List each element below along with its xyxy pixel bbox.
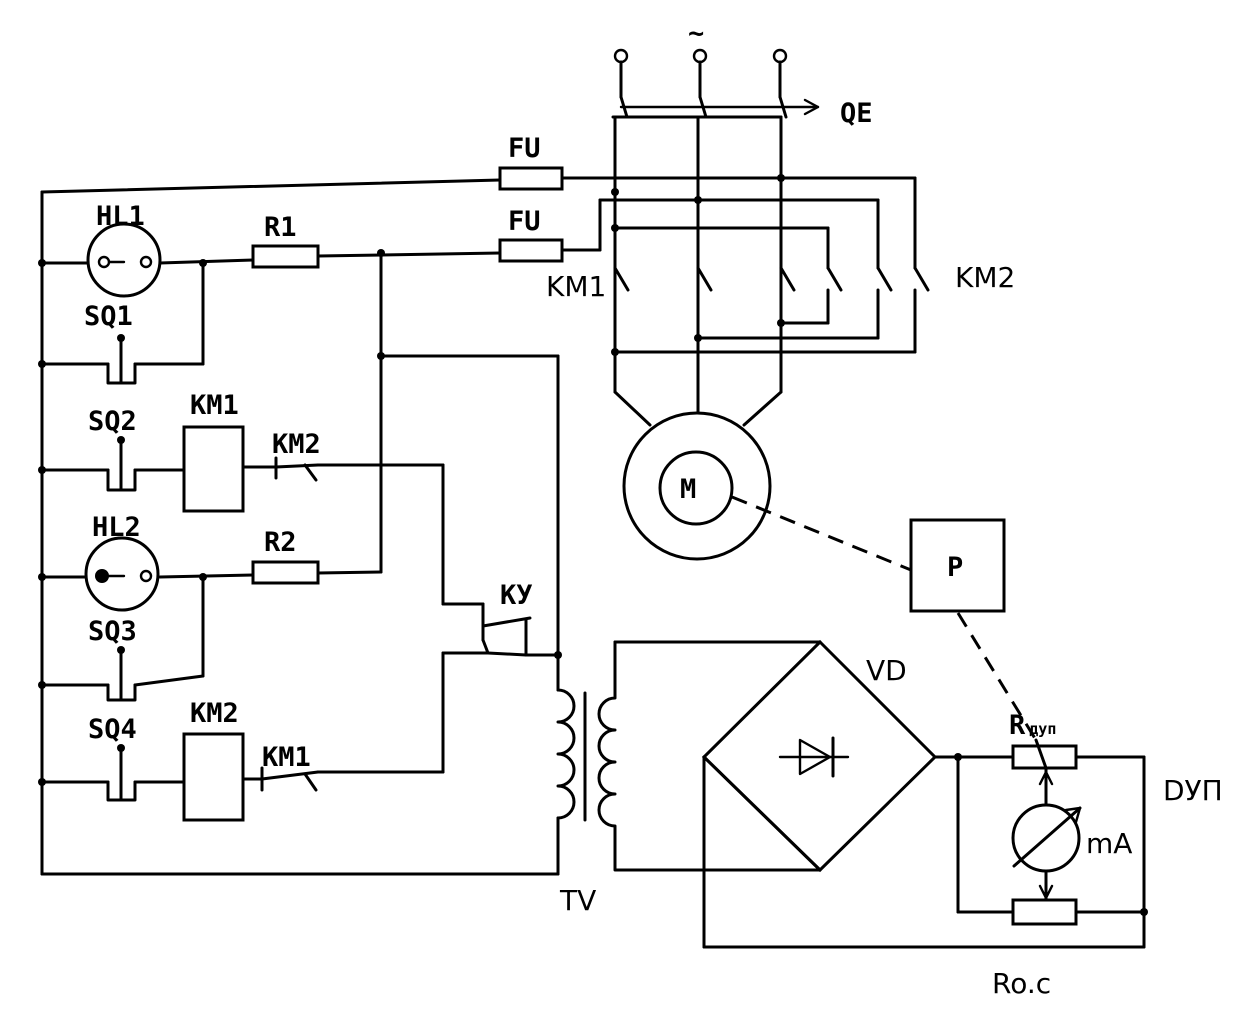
hl1-label: HL1 (96, 201, 145, 232)
sq4-switch (106, 744, 137, 802)
motor-label: M (680, 474, 696, 505)
km2-contacts-label: KM2 (955, 261, 1015, 294)
sq3-switch (106, 646, 137, 702)
km2-nc-label: KM2 (272, 429, 321, 460)
motor-to-p-link (731, 495, 912, 572)
km2-coil (182, 732, 245, 822)
ac-symbol: ~ (688, 18, 704, 49)
transformer-tv (556, 640, 822, 876)
qe-label: QE (840, 98, 873, 129)
fu-top-label: FU (508, 133, 541, 164)
ma-label: mA (1086, 827, 1132, 860)
feedback-network (956, 755, 1146, 949)
control-supply (40, 176, 917, 252)
tv-label: TV (559, 884, 596, 917)
p-block (909, 518, 1006, 613)
fuse-bottom (498, 238, 564, 263)
fu-bottom-label: FU (508, 206, 541, 237)
ku-button (481, 602, 532, 657)
vd-label: VD (866, 654, 907, 687)
r1-resistor (251, 244, 320, 269)
hl2-lamp (84, 536, 160, 612)
r1-label: R1 (264, 212, 297, 243)
milliammeter (1011, 803, 1082, 873)
r-os-resistor (1011, 898, 1078, 926)
motor (622, 411, 772, 561)
p-label: P (947, 552, 963, 583)
km1-coil (182, 425, 245, 513)
km1-nc-label: KM1 (262, 742, 311, 773)
hl1-lamp (86, 222, 162, 298)
km1-km2-power-contacts (613, 176, 930, 354)
control-circuit (40, 190, 560, 876)
r2-resistor (251, 560, 320, 585)
r-os-label: Ro.c (992, 967, 1051, 1000)
km1-nc-contact (260, 766, 320, 792)
sq4-label: SQ4 (88, 714, 137, 745)
sq1-label: SQ1 (84, 301, 133, 332)
sq1-switch (106, 334, 137, 385)
km1-coil-label: KM1 (190, 390, 239, 421)
rectifier-bridge-vd (701, 639, 1146, 949)
km2-coil-label: KM2 (190, 698, 239, 729)
sq2-switch (106, 436, 137, 492)
r2-label: R2 (264, 527, 297, 558)
r-dup-potentiometer (1011, 738, 1078, 770)
hl2-label: HL2 (92, 512, 141, 543)
sq2-label: SQ2 (88, 406, 137, 437)
qe-switch (611, 95, 820, 119)
phase-lines (613, 115, 783, 427)
supply-terminals (613, 48, 788, 99)
ku-label: KУ (500, 580, 533, 611)
km1-contacts-label: KM1 (546, 270, 606, 303)
sq3-label: SQ3 (88, 616, 137, 647)
fuse-top (498, 166, 564, 191)
dup-label: DУП (1163, 774, 1223, 807)
km2-nc-contact (274, 456, 320, 482)
